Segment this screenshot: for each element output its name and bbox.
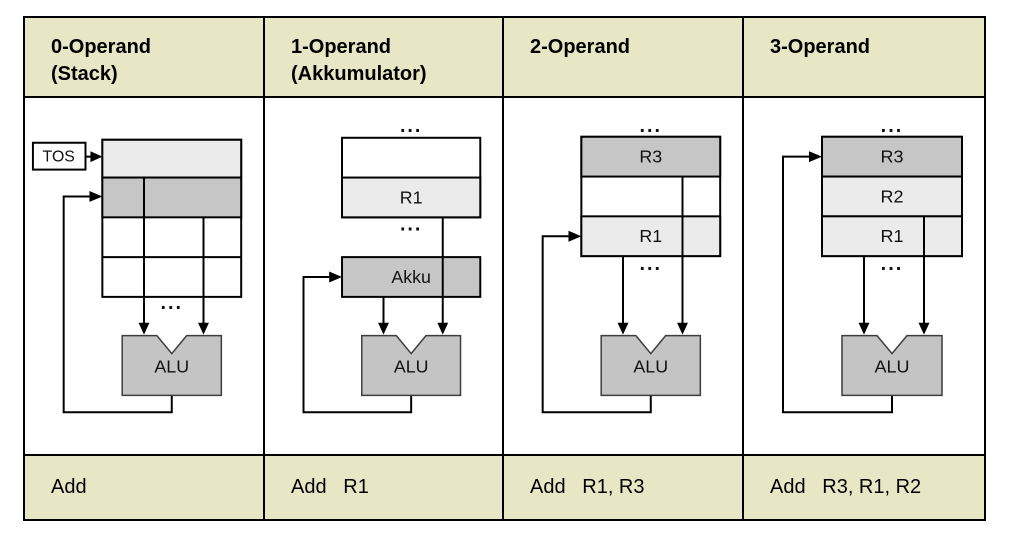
two-operand-diagram: ... R3 R1 ... ALU bbox=[541, 115, 722, 414]
instruction-cell-3-operand: Add R3, R1, R2 bbox=[744, 456, 984, 519]
header-line: 0-Operand bbox=[51, 36, 152, 58]
akku-box bbox=[341, 256, 482, 298]
register-cell-r1 bbox=[341, 176, 482, 219]
operand-b-arrowhead-icon bbox=[677, 322, 688, 335]
instruction-cell-stack: Add bbox=[25, 456, 265, 519]
alu-box bbox=[841, 334, 943, 397]
akku-label: Akku bbox=[391, 267, 431, 287]
alu-label: ALU bbox=[874, 357, 909, 377]
register-cell-r1 bbox=[821, 215, 963, 258]
ellipsis-bottom: ... bbox=[640, 253, 662, 275]
operand-b-arrowhead-icon bbox=[198, 322, 209, 335]
instruction-text: Add R1 bbox=[291, 476, 369, 498]
instruction-text: Add bbox=[51, 476, 87, 498]
alu-box bbox=[121, 334, 223, 397]
ellipsis-bottom: ... bbox=[881, 253, 904, 275]
register-cell-r3 bbox=[821, 135, 963, 178]
header-line: 1-Operand bbox=[291, 36, 392, 58]
operand-b-arrowhead-icon bbox=[437, 322, 449, 335]
stack-diagram: TOS ... ALU bbox=[31, 138, 243, 414]
ellipsis-top: ... bbox=[400, 115, 422, 137]
header-line: 2-Operand bbox=[530, 36, 631, 58]
result-feedback-arrowhead-icon bbox=[89, 190, 103, 202]
tos-label: TOS bbox=[43, 149, 75, 166]
instruction-cell-akkumulator: Add R1 bbox=[265, 456, 504, 519]
ellipsis-bottom: ... bbox=[161, 292, 183, 314]
result-feedback-arrowhead-icon bbox=[809, 151, 822, 163]
stack-cell-second bbox=[101, 176, 243, 219]
tos-arrowhead-icon bbox=[90, 151, 103, 163]
result-feedback-path bbox=[62, 195, 173, 414]
three-operand-diagram: ... R3 R2 R1 ... ALU bbox=[782, 115, 963, 414]
alu-box bbox=[600, 334, 702, 397]
alu-label: ALU bbox=[633, 356, 668, 376]
header-1-operand: 1-Operand (Akkumulator) bbox=[265, 18, 504, 98]
register-label-r2: R2 bbox=[880, 186, 903, 206]
register-cell-r2 bbox=[821, 175, 963, 218]
instruction-cell-2-operand: Add R1, R3 bbox=[504, 456, 744, 519]
ellipsis-middle: ... bbox=[400, 213, 422, 235]
register-label-r1: R1 bbox=[400, 187, 423, 207]
result-feedback-path bbox=[541, 235, 652, 414]
operand-a-arrowhead-icon bbox=[378, 322, 389, 335]
operand-a-arrowhead-icon bbox=[617, 322, 629, 335]
header-line: 3-Operand bbox=[770, 36, 871, 58]
operand-a-arrowhead-icon bbox=[858, 322, 870, 335]
diagram-cell-akkumulator: ... R1 ... Akku ALU bbox=[265, 98, 504, 456]
register-label-r1: R1 bbox=[880, 226, 903, 246]
register-label-r3: R3 bbox=[639, 147, 662, 167]
operand-a-arrowhead-icon bbox=[138, 322, 150, 335]
result-feedback-path bbox=[302, 276, 413, 414]
ellipsis-top: ... bbox=[640, 115, 662, 137]
header-line: (Stack) bbox=[51, 63, 118, 85]
alu-box bbox=[361, 334, 462, 397]
alu-label: ALU bbox=[394, 356, 429, 376]
diagram-cell-2-operand: ... R3 R1 ... ALU bbox=[504, 98, 744, 456]
result-feedback-path bbox=[782, 155, 893, 414]
header-2-operand: 2-Operand bbox=[504, 18, 744, 98]
header-line: (Akkumulator) bbox=[291, 63, 427, 85]
header-0-operand: 0-Operand (Stack) bbox=[25, 18, 265, 98]
diagram-cell-3-operand: ... R3 R2 R1 ... ALU bbox=[744, 98, 984, 456]
isa-comparison-table: 0-Operand (Stack) 1-Operand (Akkumulator… bbox=[23, 16, 986, 521]
instruction-text: Add R3, R1, R2 bbox=[770, 476, 922, 498]
register-label-r3: R3 bbox=[880, 147, 903, 167]
register-cell-r3 bbox=[580, 135, 722, 178]
diagram-cell-stack: TOS ... ALU bbox=[25, 98, 265, 456]
stack-cell-tos bbox=[101, 138, 243, 179]
header-3-operand: 3-Operand bbox=[744, 18, 984, 98]
result-feedback-arrowhead-icon bbox=[329, 271, 343, 283]
ellipsis-top: ... bbox=[881, 115, 904, 137]
instruction-text: Add R1, R3 bbox=[530, 476, 645, 498]
operand-b-arrowhead-icon bbox=[918, 322, 930, 335]
akkumulator-diagram: ... R1 ... Akku ALU bbox=[302, 115, 482, 414]
register-label-r1: R1 bbox=[639, 226, 662, 246]
alu-label: ALU bbox=[154, 356, 189, 376]
tos-box bbox=[31, 141, 87, 171]
result-feedback-arrowhead-icon bbox=[568, 230, 582, 242]
